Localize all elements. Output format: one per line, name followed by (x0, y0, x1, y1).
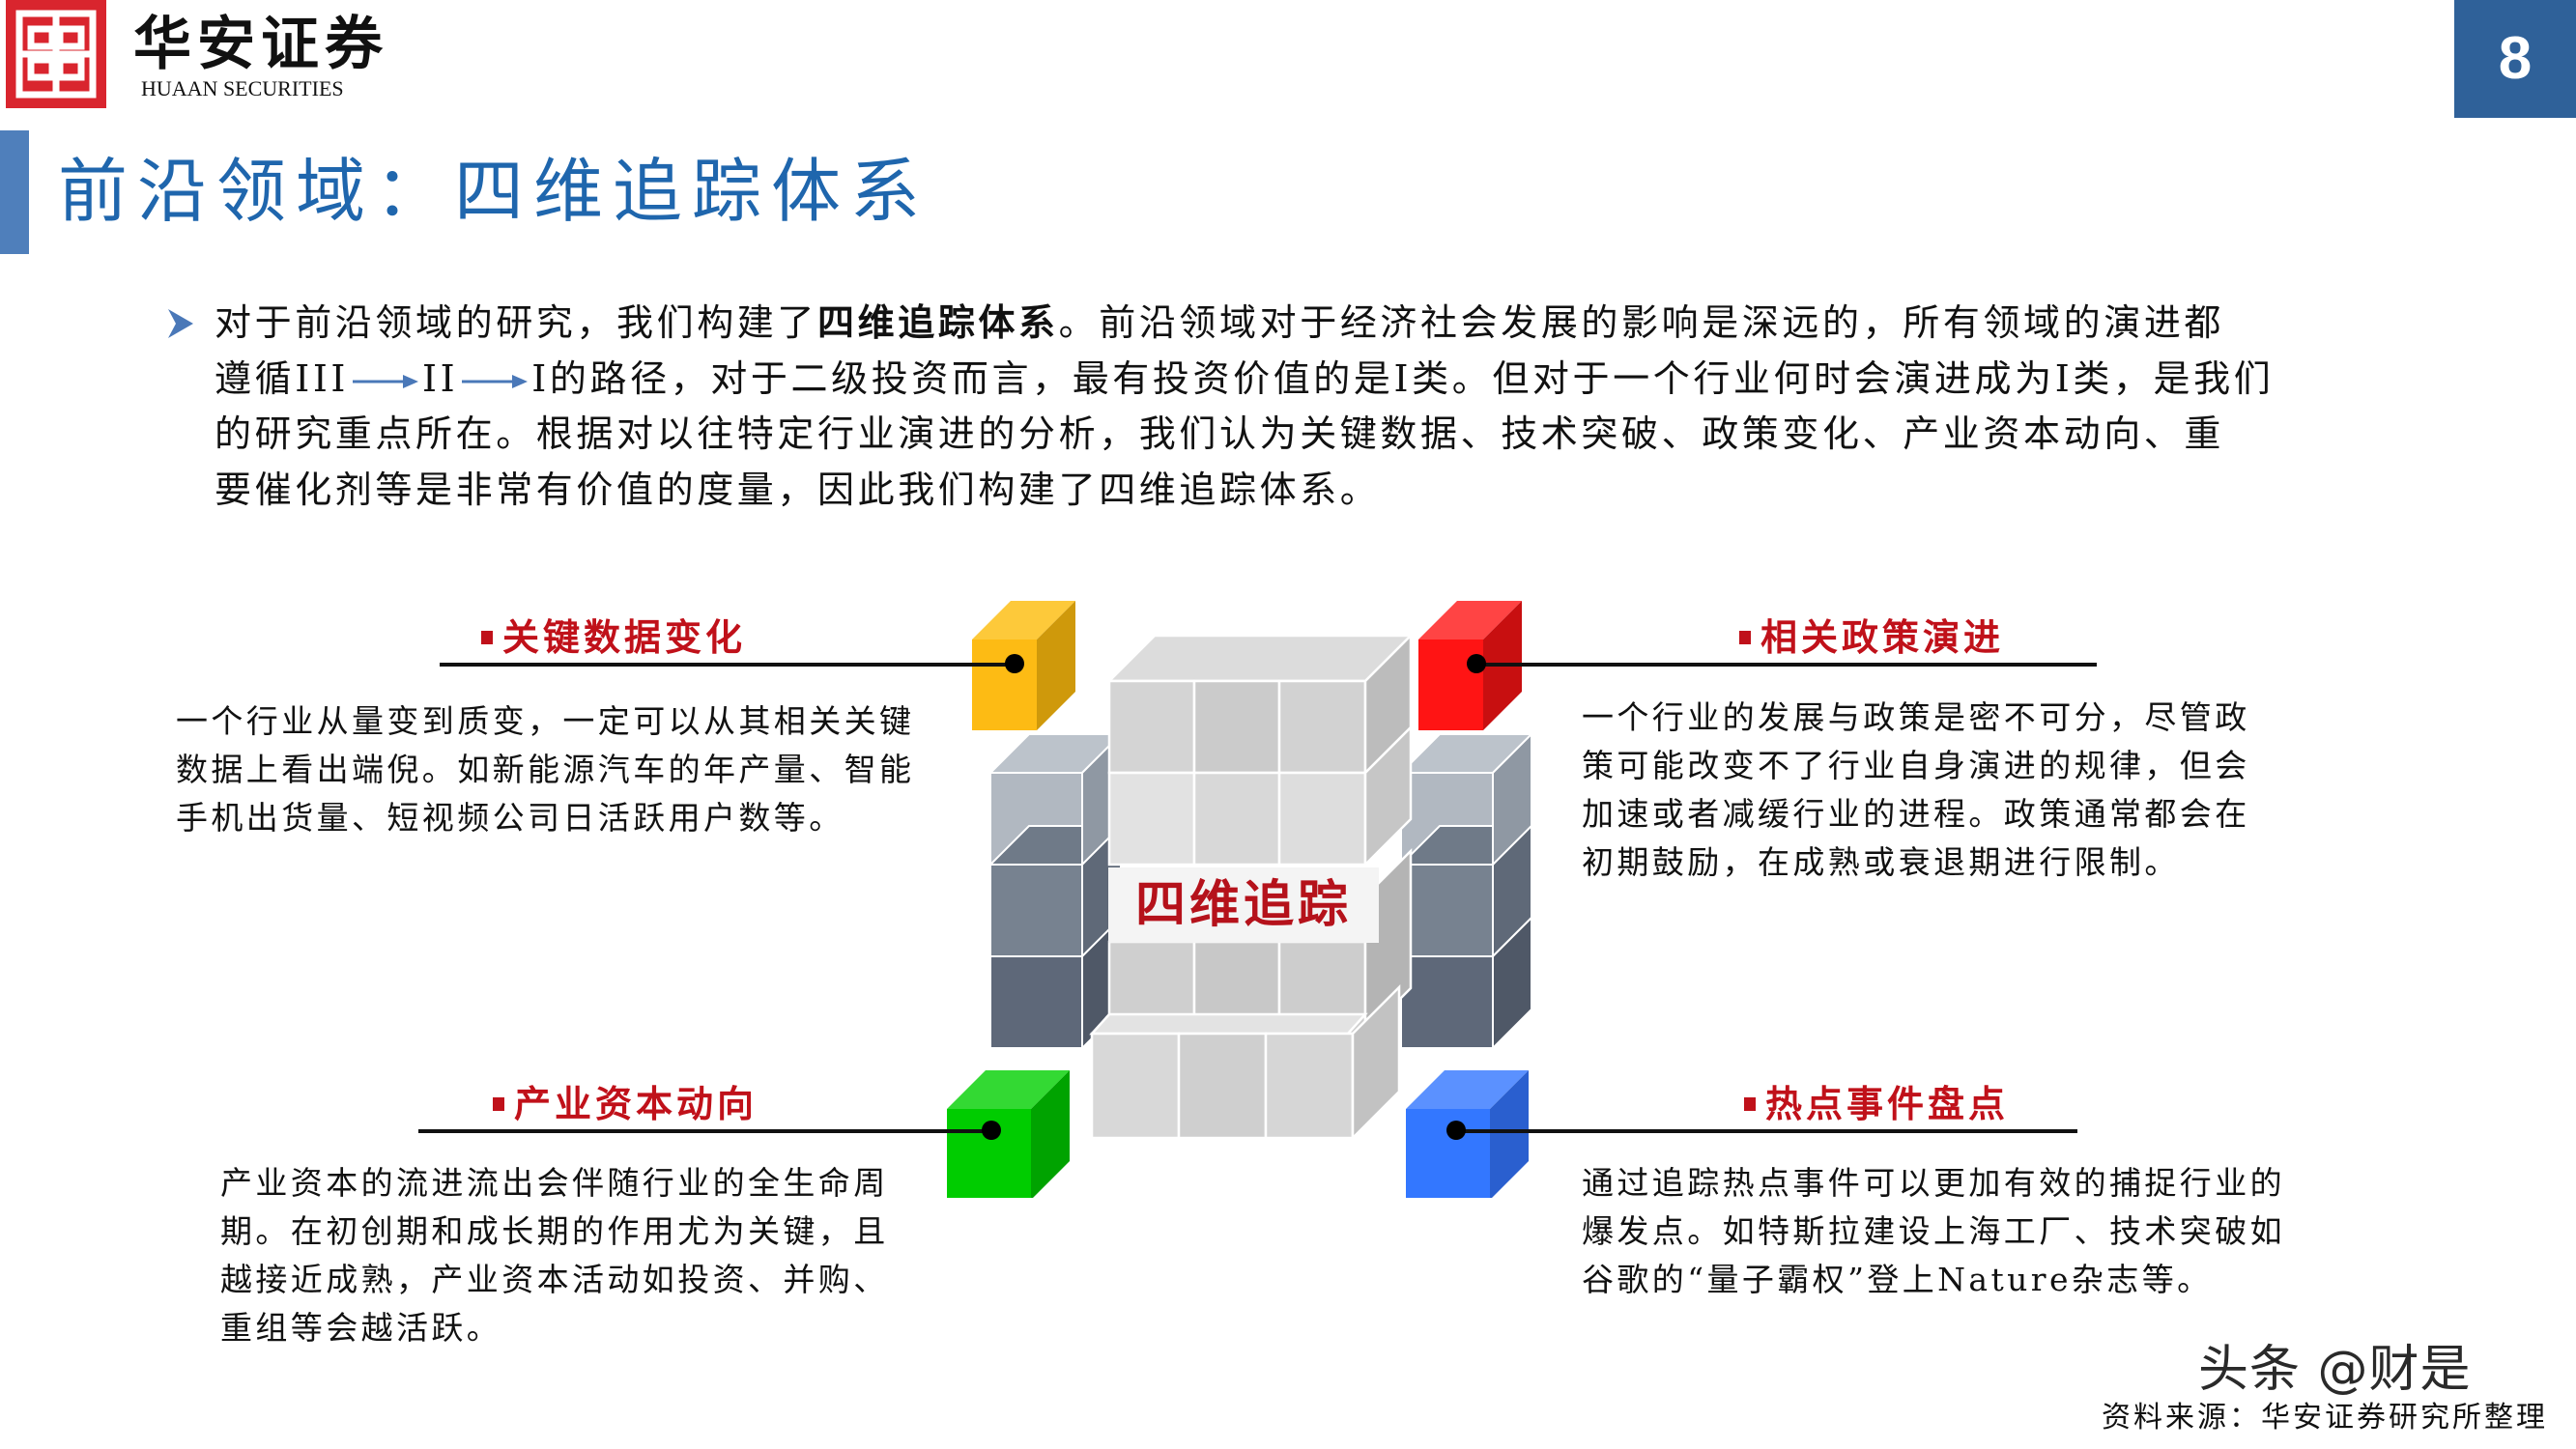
right-arrow-icon (462, 375, 529, 388)
stage-i: I (531, 356, 550, 400)
connector-line-key-data (440, 663, 1015, 667)
intro-line-3: 的研究重点所在。根据对以往特定行业演进的分析，我们认为关键数据、技术突破、政策变… (215, 412, 2225, 455)
connector-dot-industrial-capital (982, 1121, 1001, 1140)
center-label-four-dimension-tracking: 四维追踪 (1108, 867, 1379, 943)
square-bullet-icon (1739, 630, 1751, 644)
watermark: 头条 @财是 (2198, 1341, 2472, 1399)
logo-text-en: HUAAN SECURITIES (141, 76, 344, 100)
section-body-policy: 一个行业的发展与政策是密不可分，尽管政 策可能改变不了行业自身演进的规律，但会 … (1582, 698, 2250, 881)
connector-line-hot-events (1459, 1129, 2077, 1133)
section-body-key-data: 一个行业从量变到质变，一定可以从其相关关键 数据上看出端倪。如新能源汽车的年产量… (176, 702, 915, 837)
page-number-badge: 8 (2454, 0, 2576, 118)
connector-dot-hot-events (1446, 1121, 1466, 1140)
section-title-industrial-capital: 产业资本动向 (493, 1080, 758, 1128)
logo-knot-icon (6, 0, 106, 108)
connector-dot-policy (1467, 654, 1486, 673)
huaan-logo-mark (6, 0, 106, 108)
connector-line-policy (1478, 663, 2097, 667)
square-bullet-icon (1744, 1096, 1756, 1111)
right-arrow-icon (353, 375, 419, 388)
logo-text-cn: 华安证券 (133, 11, 388, 78)
yellow-cube (972, 601, 1075, 730)
section-body-hot-events: 通过追踪热点事件可以更加有效的捕捉行业的 爆发点。如特斯拉建设上海工厂、技术突破… (1582, 1164, 2285, 1298)
square-bullet-icon (493, 1096, 504, 1111)
left-gray-column (987, 731, 1124, 1051)
blue-cube (1406, 1070, 1529, 1198)
connector-dot-key-data (1005, 654, 1024, 673)
intro-line-1: 对于前沿领域的研究，我们构建了四维追踪体系。前沿领域对于经济社会发展的影响是深远… (215, 300, 2225, 344)
section-title-key-data: 关键数据变化 (481, 613, 746, 662)
square-bullet-icon (481, 630, 493, 644)
section-body-industrial-capital: 产业资本的流进流出会伴随行业的全生命周 期。在初创期和成长期的作用尤为关键，且 … (220, 1164, 889, 1347)
connector-line-industrial-capital (418, 1129, 998, 1133)
source-note: 资料来源：华安证券研究所整理 (2102, 1401, 2548, 1435)
section-title-policy: 相关政策演进 (1739, 613, 2004, 662)
stage-ii: II (422, 356, 459, 400)
intro-bold-term: 四维追踪体系 (817, 300, 1059, 344)
page-title: 前沿领域：四维追踪体系 (58, 151, 930, 232)
intro-paragraph: 对于前沿领域的研究，我们构建了四维追踪体系。前沿领域对于经济社会发展的影响是深远… (215, 295, 2389, 518)
arrow-bullet-icon (168, 309, 193, 338)
intro-line-4: 要催化剂等是非常有价值的度量，因此我们构建了四维追踪体系。 (215, 468, 1381, 511)
stage-iii: III (295, 356, 350, 400)
right-gray-column (1398, 731, 1534, 1051)
title-accent-bar (0, 130, 29, 254)
section-title-hot-events: 热点事件盘点 (1744, 1080, 2009, 1128)
center-light-grid (1089, 632, 1415, 1142)
